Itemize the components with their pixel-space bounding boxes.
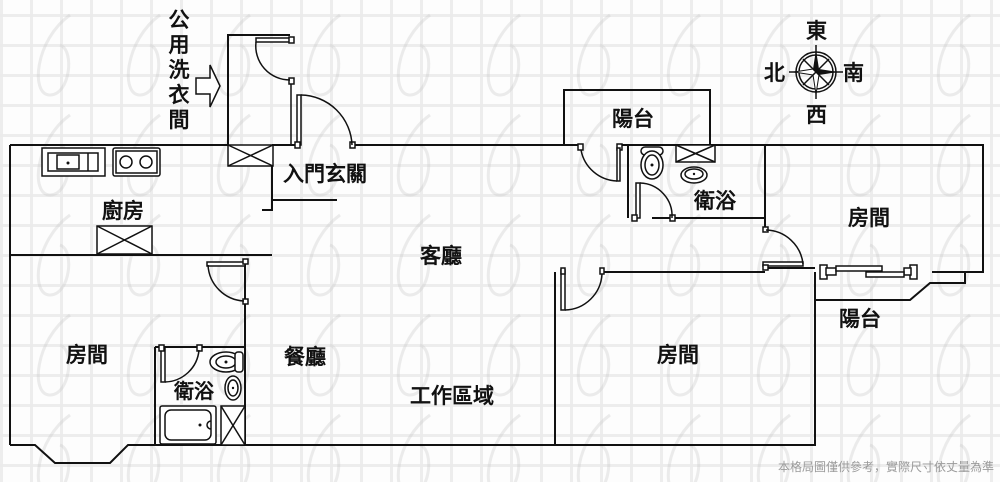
watermark-swirl — [396, 113, 431, 197]
toilet-icon-top — [640, 146, 664, 180]
watermark-swirl — [306, 13, 341, 97]
compass-south: 南 — [843, 61, 864, 85]
watermark-swirl — [936, 113, 971, 197]
watermark-swirl — [756, 413, 791, 482]
label-bathroom-left: 衛浴 — [173, 379, 215, 403]
watermark-swirl — [126, 413, 161, 482]
label-bedroom-left: 房間 — [66, 343, 108, 367]
shower-icon-left — [220, 405, 246, 446]
compass-west: 西 — [806, 103, 827, 127]
watermark-swirl — [126, 313, 161, 397]
bedroom-door-middle — [560, 267, 605, 311]
watermark-swirl — [936, 313, 971, 397]
label-bedroom-middle: 房間 — [657, 343, 699, 367]
watermark-swirl — [486, 13, 521, 97]
watermark-swirl — [666, 313, 701, 397]
shower-icon-top — [675, 144, 716, 163]
kitchen-sink-icon — [41, 147, 106, 177]
basin-icon-top — [680, 166, 708, 184]
watermark-swirl — [306, 413, 341, 482]
label-dining-room: 餐廳 — [284, 345, 326, 369]
bathroom-door-top — [631, 182, 676, 222]
compass-labels: 東 西 南 北 — [764, 19, 864, 127]
watermark-swirl — [306, 213, 341, 297]
label-kitchen: 廚房 — [102, 199, 144, 223]
watermark-swirl — [666, 213, 701, 297]
watermark-swirl — [756, 13, 791, 97]
laundry-door — [255, 36, 295, 145]
watermark-swirl — [306, 113, 341, 197]
label-balcony-right: 陽台 — [839, 307, 881, 331]
compass-icon — [789, 45, 843, 99]
watermark-swirl — [486, 313, 521, 397]
watermark-swirl — [486, 113, 521, 197]
watermark-swirl — [396, 213, 431, 297]
watermark-swirl — [846, 213, 881, 297]
watermark-swirl — [36, 213, 71, 297]
watermark-swirl — [756, 113, 791, 197]
bathtub-icon — [159, 405, 217, 445]
fridge-icon — [96, 225, 153, 255]
basin-icon-left — [224, 375, 242, 401]
watermark-swirl — [486, 413, 521, 482]
watermark-swirl — [666, 13, 701, 97]
compass-east: 東 — [806, 19, 827, 43]
watermark-swirl — [846, 313, 881, 397]
watermark-swirl — [396, 313, 431, 397]
fixtures — [41, 144, 716, 446]
watermark-swirl — [576, 13, 611, 97]
watermark-swirl — [936, 13, 971, 97]
watermark-swirl — [576, 213, 611, 297]
watermark-swirl — [936, 413, 971, 482]
compass-north: 北 — [764, 61, 785, 85]
watermark-swirl — [36, 313, 71, 397]
watermark-swirl — [666, 413, 701, 482]
watermark-swirl — [846, 13, 881, 97]
room-labels: 入門玄關 廚房 客廳 陽台 衛浴 房間 陽台 房間 衛浴 餐廳 工作區域 房間 — [66, 107, 890, 408]
label-balcony-top: 陽台 — [612, 107, 654, 131]
watermark-swirl — [576, 313, 611, 397]
watermark-swirl — [396, 413, 431, 482]
disclaimer: 本格局圖僅供參考，實際尺寸依丈量為準 — [778, 459, 994, 474]
label-public-laundry: 公用洗衣間 — [168, 8, 190, 132]
watermark-swirl — [576, 113, 611, 197]
watermark-swirl — [936, 213, 971, 297]
watermark-swirl — [576, 413, 611, 482]
label-work-area: 工作區域 — [410, 384, 494, 408]
toilet-icon-left — [209, 351, 244, 373]
label-entrance: 入門玄關 — [283, 162, 367, 186]
watermark-swirl — [36, 13, 71, 97]
label-bathroom-top: 衛浴 — [693, 189, 737, 213]
watermark-swirl — [846, 413, 881, 482]
stove-icon — [112, 147, 161, 177]
label-living-room: 客廳 — [420, 244, 462, 268]
arrow-right-icon — [195, 64, 221, 108]
watermark-swirl — [756, 313, 791, 397]
watermark-swirl — [36, 413, 71, 482]
sliding-door-right-balcony — [819, 264, 918, 280]
bedroom-door-left — [206, 258, 249, 305]
bathroom-door-left — [158, 344, 203, 383]
bedroom-door-right — [762, 226, 804, 271]
watermark-swirl — [216, 13, 251, 97]
label-bedroom-right: 房間 — [848, 206, 890, 230]
watermark-swirl — [126, 13, 161, 97]
watermark-swirl — [306, 313, 341, 397]
laundry-machine-icon — [227, 144, 274, 167]
balcony-door-top — [577, 143, 623, 182]
entrance-door — [294, 94, 356, 149]
watermark-swirl — [486, 213, 521, 297]
doors — [158, 36, 918, 383]
watermark-swirl — [396, 13, 431, 97]
watermark-swirl — [756, 213, 791, 297]
watermark-swirl — [846, 113, 881, 197]
